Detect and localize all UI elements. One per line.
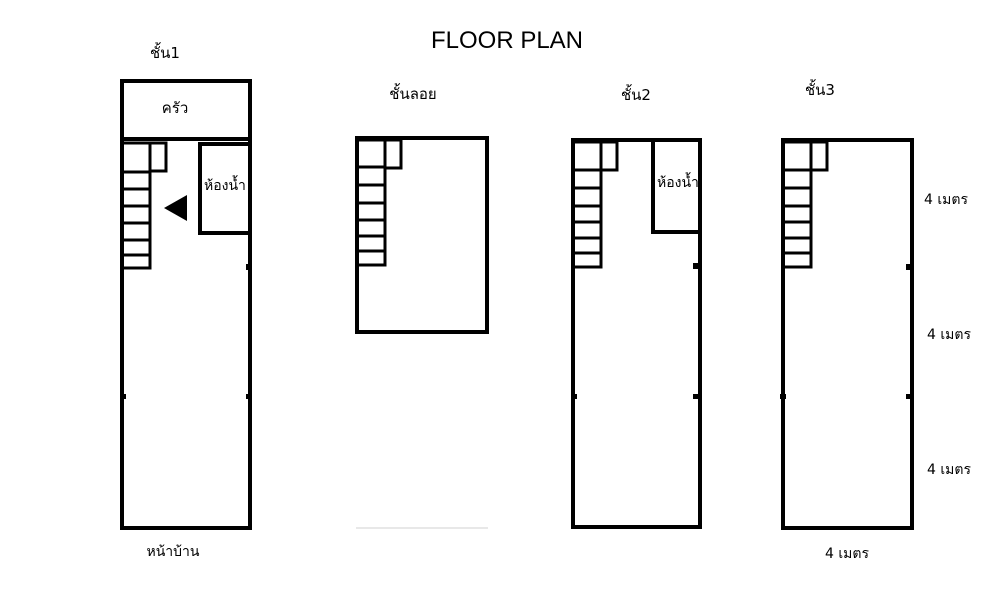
second-bathroom [651, 138, 702, 234]
second-floor-outline [571, 138, 702, 529]
third-floor: ชั้น3 [780, 79, 914, 530]
ground-floor: ชั้น1 ครัว ห้องน้ำ หน้าบ้าน [120, 42, 252, 560]
front-of-house-label: หน้าบ้าน [147, 544, 200, 560]
second-floor: ชั้น2 ห้องน้ำ [571, 84, 702, 529]
second-floor-label: ชั้น2 [621, 84, 651, 104]
ground-bathroom-label: ห้องน้ำ [204, 175, 246, 194]
dimension-depth-3: 4 เมตร [927, 462, 971, 478]
second-stairs [571, 140, 619, 269]
ground-bathroom [198, 142, 252, 235]
dimension-depth-2: 4 เมตร [927, 327, 971, 343]
ground-floor-outline [120, 79, 252, 530]
ground-stairs [120, 141, 168, 270]
third-floor-outline [781, 138, 914, 530]
kitchen-label: ครัว [162, 99, 189, 117]
second-bathroom-label: ห้องน้ำ [657, 172, 699, 191]
third-stairs [781, 140, 829, 269]
ground-floor-label: ชั้น1 [150, 42, 180, 62]
page-title: FLOOR PLAN [431, 27, 583, 54]
mezzanine-stairs [355, 138, 403, 267]
third-floor-label: ชั้น3 [805, 79, 835, 99]
mezzanine-floor: ชั้นลอย [355, 83, 489, 529]
dimension-width: 4 เมตร [825, 546, 869, 562]
mezzanine-floor-label: ชั้นลอย [389, 83, 436, 103]
stair-direction-arrow-icon [164, 195, 187, 221]
dimension-depth-1: 4 เมตร [924, 192, 968, 208]
